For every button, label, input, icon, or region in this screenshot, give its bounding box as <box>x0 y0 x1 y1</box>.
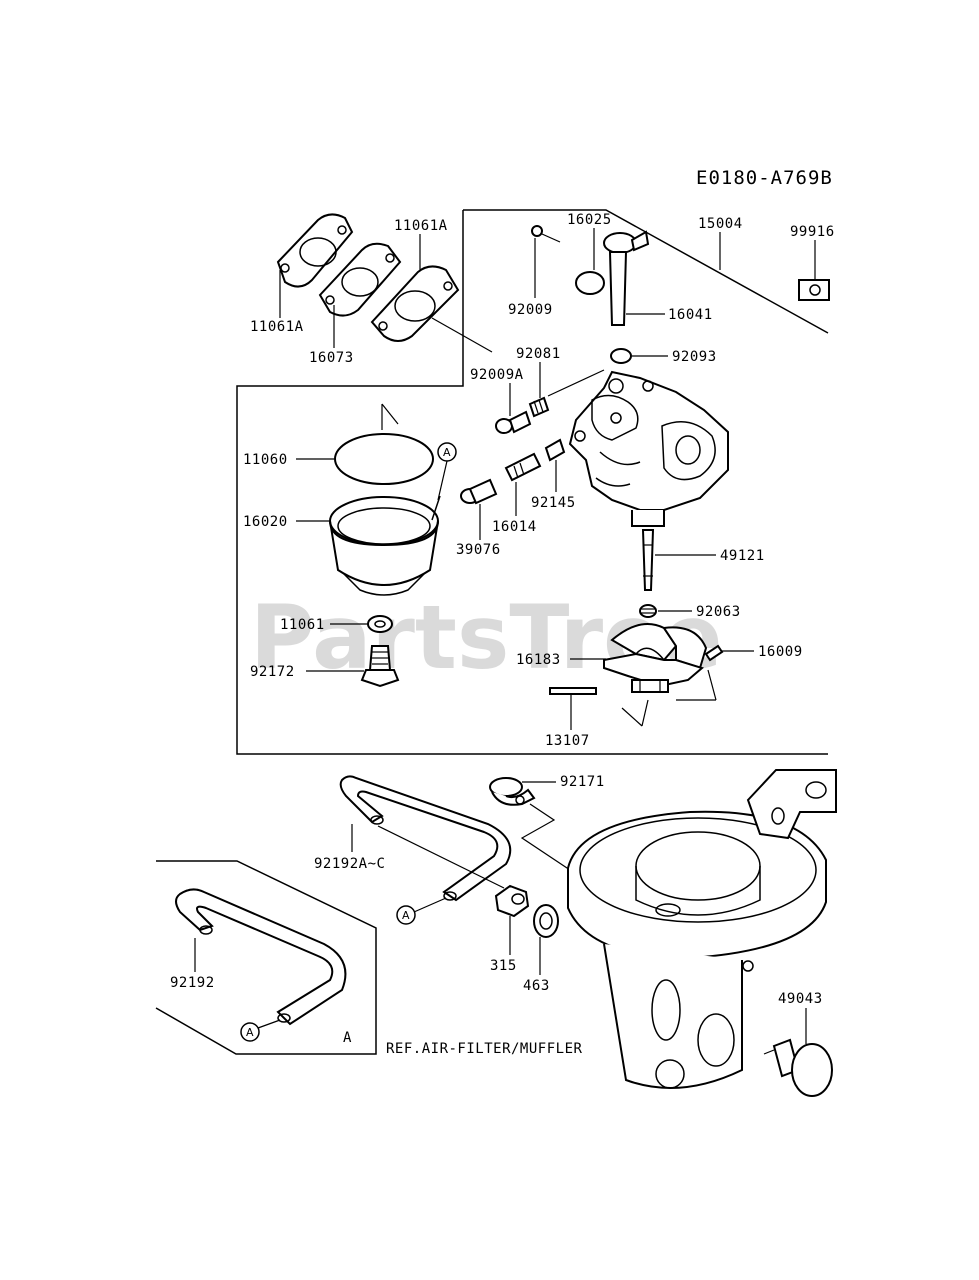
spring-92081 <box>528 396 550 418</box>
label-99916: 99916 <box>790 224 835 240</box>
sensor-49043 <box>763 1038 833 1097</box>
lock-washer-463 <box>533 904 559 938</box>
bolt-92172 <box>360 645 400 688</box>
label-11061A-top: 11061A <box>394 218 448 234</box>
part-99916 <box>798 279 830 301</box>
label-16183: 16183 <box>516 652 561 668</box>
label-15004: 15004 <box>698 216 743 232</box>
label-16009: 16009 <box>758 644 803 660</box>
ref-circle-a-hose: A <box>396 897 447 925</box>
reference-note: REF.AIR-FILTER/MUFFLER <box>386 1041 583 1057</box>
label-13107: 13107 <box>545 733 590 749</box>
svg-text:A: A <box>443 446 451 459</box>
diagram-code: E0180-A769B <box>696 167 833 189</box>
label-92145: 92145 <box>531 495 576 511</box>
label-49043: 49043 <box>778 991 823 1007</box>
fuel-hose-92192 <box>175 888 347 1026</box>
label-16041: 16041 <box>668 307 713 323</box>
label-92171: 92171 <box>560 774 605 790</box>
ref-circle-a-bowl: A <box>437 442 457 501</box>
washer-11061 <box>367 615 393 633</box>
pin-13107 <box>549 687 597 695</box>
label-92081: 92081 <box>516 346 561 362</box>
float-16183 <box>603 623 708 693</box>
label-92093: 92093 <box>672 349 717 365</box>
label-16020: 16020 <box>243 514 288 530</box>
needle-92145 <box>544 438 566 462</box>
label-16014: 16014 <box>492 519 537 535</box>
gasket-11061A-inner <box>370 265 460 342</box>
label-315: 315 <box>490 958 517 974</box>
clamp-92171 <box>489 777 536 806</box>
float-bowl-16020 <box>329 495 441 596</box>
choke-shaft-16041 <box>603 230 650 326</box>
label-16073: 16073 <box>309 350 354 366</box>
gasket-11061A-outer <box>276 213 354 288</box>
spring-92063 <box>639 604 657 618</box>
carburetor-frame <box>236 209 829 755</box>
screw-92009A <box>495 410 532 434</box>
label-92172: 92172 <box>250 664 295 680</box>
section-a-frame <box>155 860 377 1055</box>
label-92192: 92192 <box>170 975 215 991</box>
air-filter-base <box>567 769 837 1089</box>
washer-92093 <box>610 348 632 364</box>
pin-49121 <box>641 529 655 591</box>
nut-315 <box>494 884 530 918</box>
label-39076: 39076 <box>456 542 501 558</box>
label-92009A: 92009A <box>470 367 524 383</box>
label-92063: 92063 <box>696 604 741 620</box>
label-92192A: 92192A~C <box>314 856 385 872</box>
o-ring-11060 <box>334 433 434 485</box>
label-92009: 92009 <box>508 302 553 318</box>
ref-circle-a-section: A <box>240 1019 281 1042</box>
label-11061A-left: 11061A <box>250 319 304 335</box>
label-11061: 11061 <box>280 617 325 633</box>
fuel-hose-92192A <box>339 775 512 902</box>
svg-text:A: A <box>246 1026 254 1039</box>
svg-text:A: A <box>402 909 410 922</box>
label-16025: 16025 <box>567 212 612 228</box>
needle-valve-16009 <box>704 644 724 662</box>
pipe-39076 <box>460 478 498 505</box>
carburetor-body-15004 <box>568 370 729 527</box>
label-11060: 11060 <box>243 452 288 468</box>
section-label-a: A <box>343 1030 352 1046</box>
insulator-16073 <box>318 242 402 317</box>
jet-16014 <box>504 452 542 482</box>
choke-plate-16025 <box>575 271 605 295</box>
screw-92009 <box>531 225 561 243</box>
label-463: 463 <box>523 978 550 994</box>
label-49121: 49121 <box>720 548 765 564</box>
